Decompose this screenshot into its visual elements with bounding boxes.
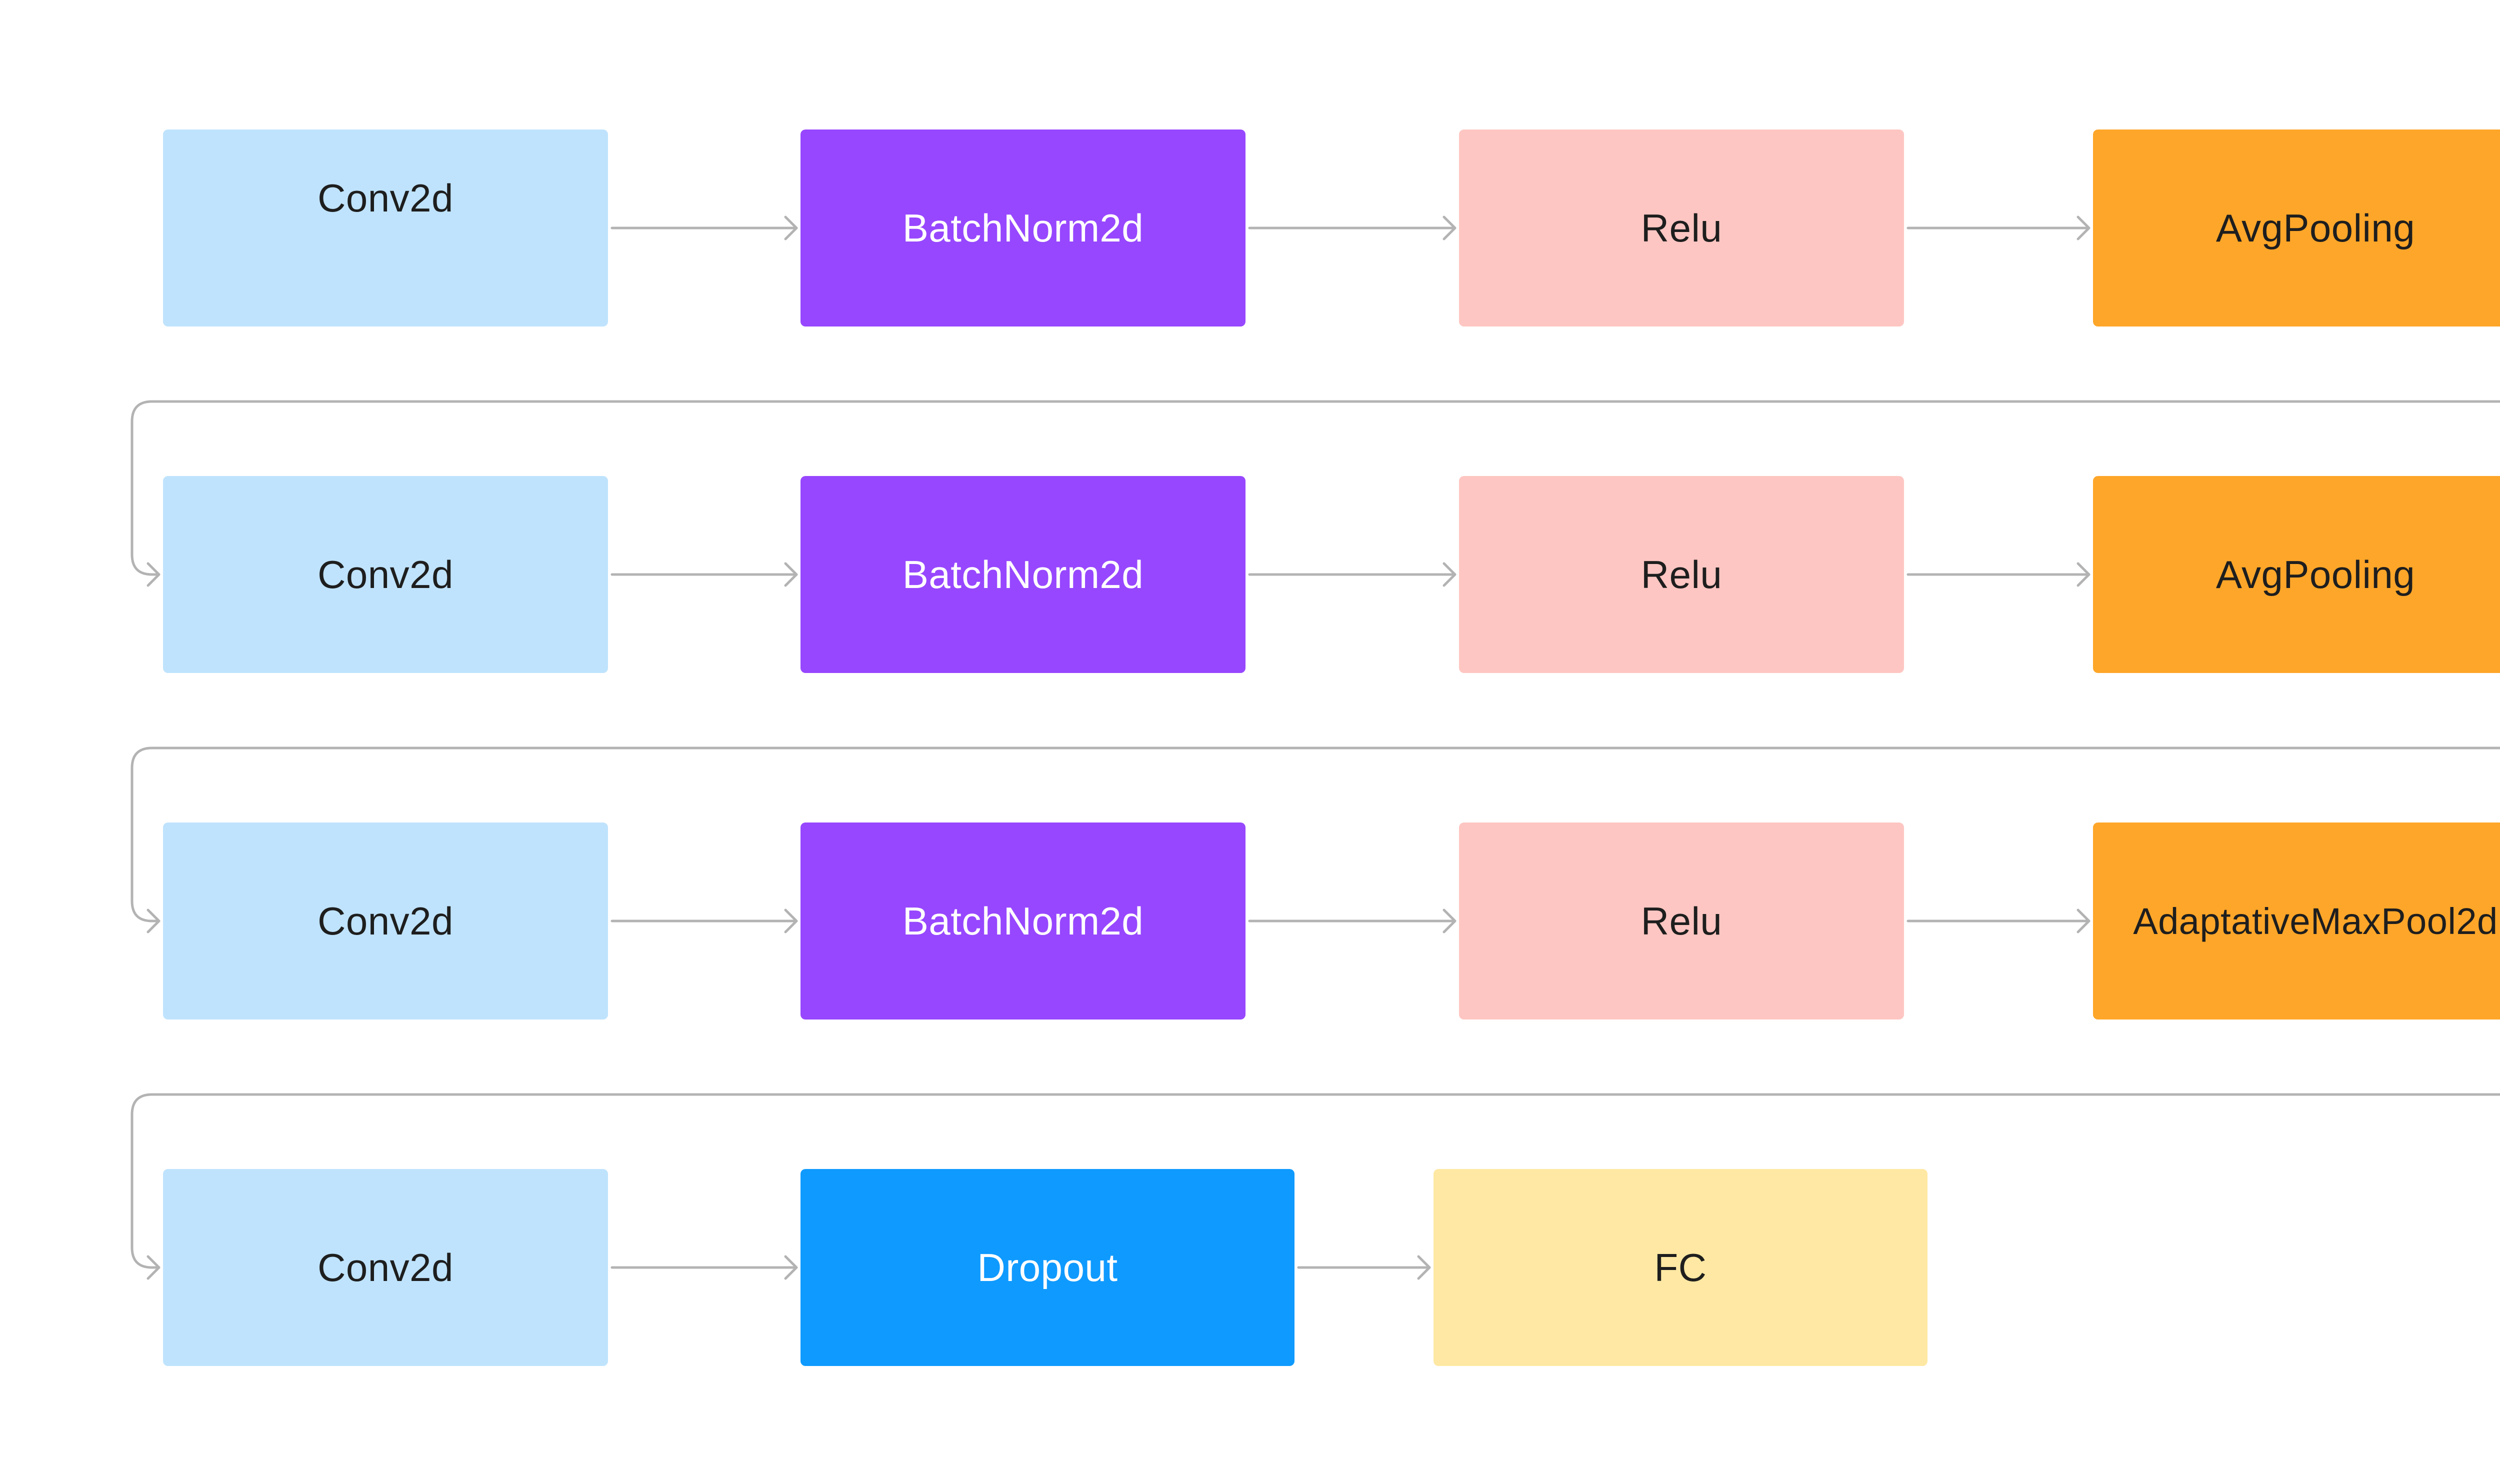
arrow-head-icon: [1442, 216, 1456, 240]
arrow-head-icon: [1442, 562, 1456, 587]
batchnorm2d-block-row3[interactable]: BatchNorm2d: [800, 822, 1246, 1020]
arrow-head-icon: [146, 562, 160, 587]
arrow-head-icon: [1417, 1255, 1431, 1280]
wrap-connector-line: [130, 1093, 2500, 1269]
arrow-head-icon: [784, 1255, 798, 1280]
conv2d-block-row1[interactable]: Conv2d: [163, 130, 608, 326]
arrow-head-icon: [2076, 908, 2090, 934]
adaptativemaxpool2d-block-row3[interactable]: AdaptativeMaxPool2d: [2093, 822, 2500, 1020]
fc-block[interactable]: FC: [1434, 1169, 1928, 1366]
arrow-head-icon: [1442, 908, 1456, 934]
arrow-head-icon: [784, 908, 798, 934]
block-label: AdaptativeMaxPool2d: [2133, 900, 2498, 942]
block-label: Relu: [1640, 552, 1722, 596]
avgpooling-block-row1[interactable]: AvgPooling: [2093, 130, 2500, 326]
relu-block-row1[interactable]: Relu: [1459, 130, 1904, 326]
block-label: Dropout: [977, 1245, 1118, 1290]
block-label: Conv2d: [318, 1245, 454, 1290]
relu-block-row2[interactable]: Relu: [1459, 476, 1904, 673]
dropout-block[interactable]: Dropout: [800, 1169, 1294, 1366]
block-label: BatchNorm2d: [902, 206, 1144, 250]
arrow-head-icon: [146, 1255, 160, 1280]
conv2d-block-row2[interactable]: Conv2d: [163, 476, 608, 673]
batchnorm2d-block-row1[interactable]: BatchNorm2d: [800, 130, 1246, 326]
avgpooling-block-row2[interactable]: AvgPooling: [2093, 476, 2500, 673]
block-label: Conv2d: [318, 176, 454, 220]
block-label: AvgPooling: [2216, 206, 2416, 250]
block-label: Conv2d: [318, 898, 454, 943]
block-label: Relu: [1640, 206, 1722, 250]
block-label: Conv2d: [318, 552, 454, 596]
arrow-head-icon: [2076, 216, 2090, 240]
wrap-connector-line: [130, 746, 2500, 922]
arrow-head-icon: [784, 562, 798, 587]
block-label: FC: [1654, 1245, 1707, 1290]
arrow-head-icon: [784, 216, 798, 240]
wrap-connector-line: [130, 400, 2500, 576]
block-label: AvgPooling: [2216, 552, 2416, 596]
conv2d-block-row3[interactable]: Conv2d: [163, 822, 608, 1020]
arrow-head-icon: [2076, 562, 2090, 587]
conv2d-block-row4[interactable]: Conv2d: [163, 1169, 608, 1366]
batchnorm2d-block-row2[interactable]: BatchNorm2d: [800, 476, 1246, 673]
block-label: BatchNorm2d: [902, 898, 1144, 943]
block-label: Relu: [1640, 898, 1722, 943]
arrow-head-icon: [146, 908, 160, 934]
block-label: BatchNorm2d: [902, 552, 1144, 596]
relu-block-row3[interactable]: Relu: [1459, 822, 1904, 1020]
